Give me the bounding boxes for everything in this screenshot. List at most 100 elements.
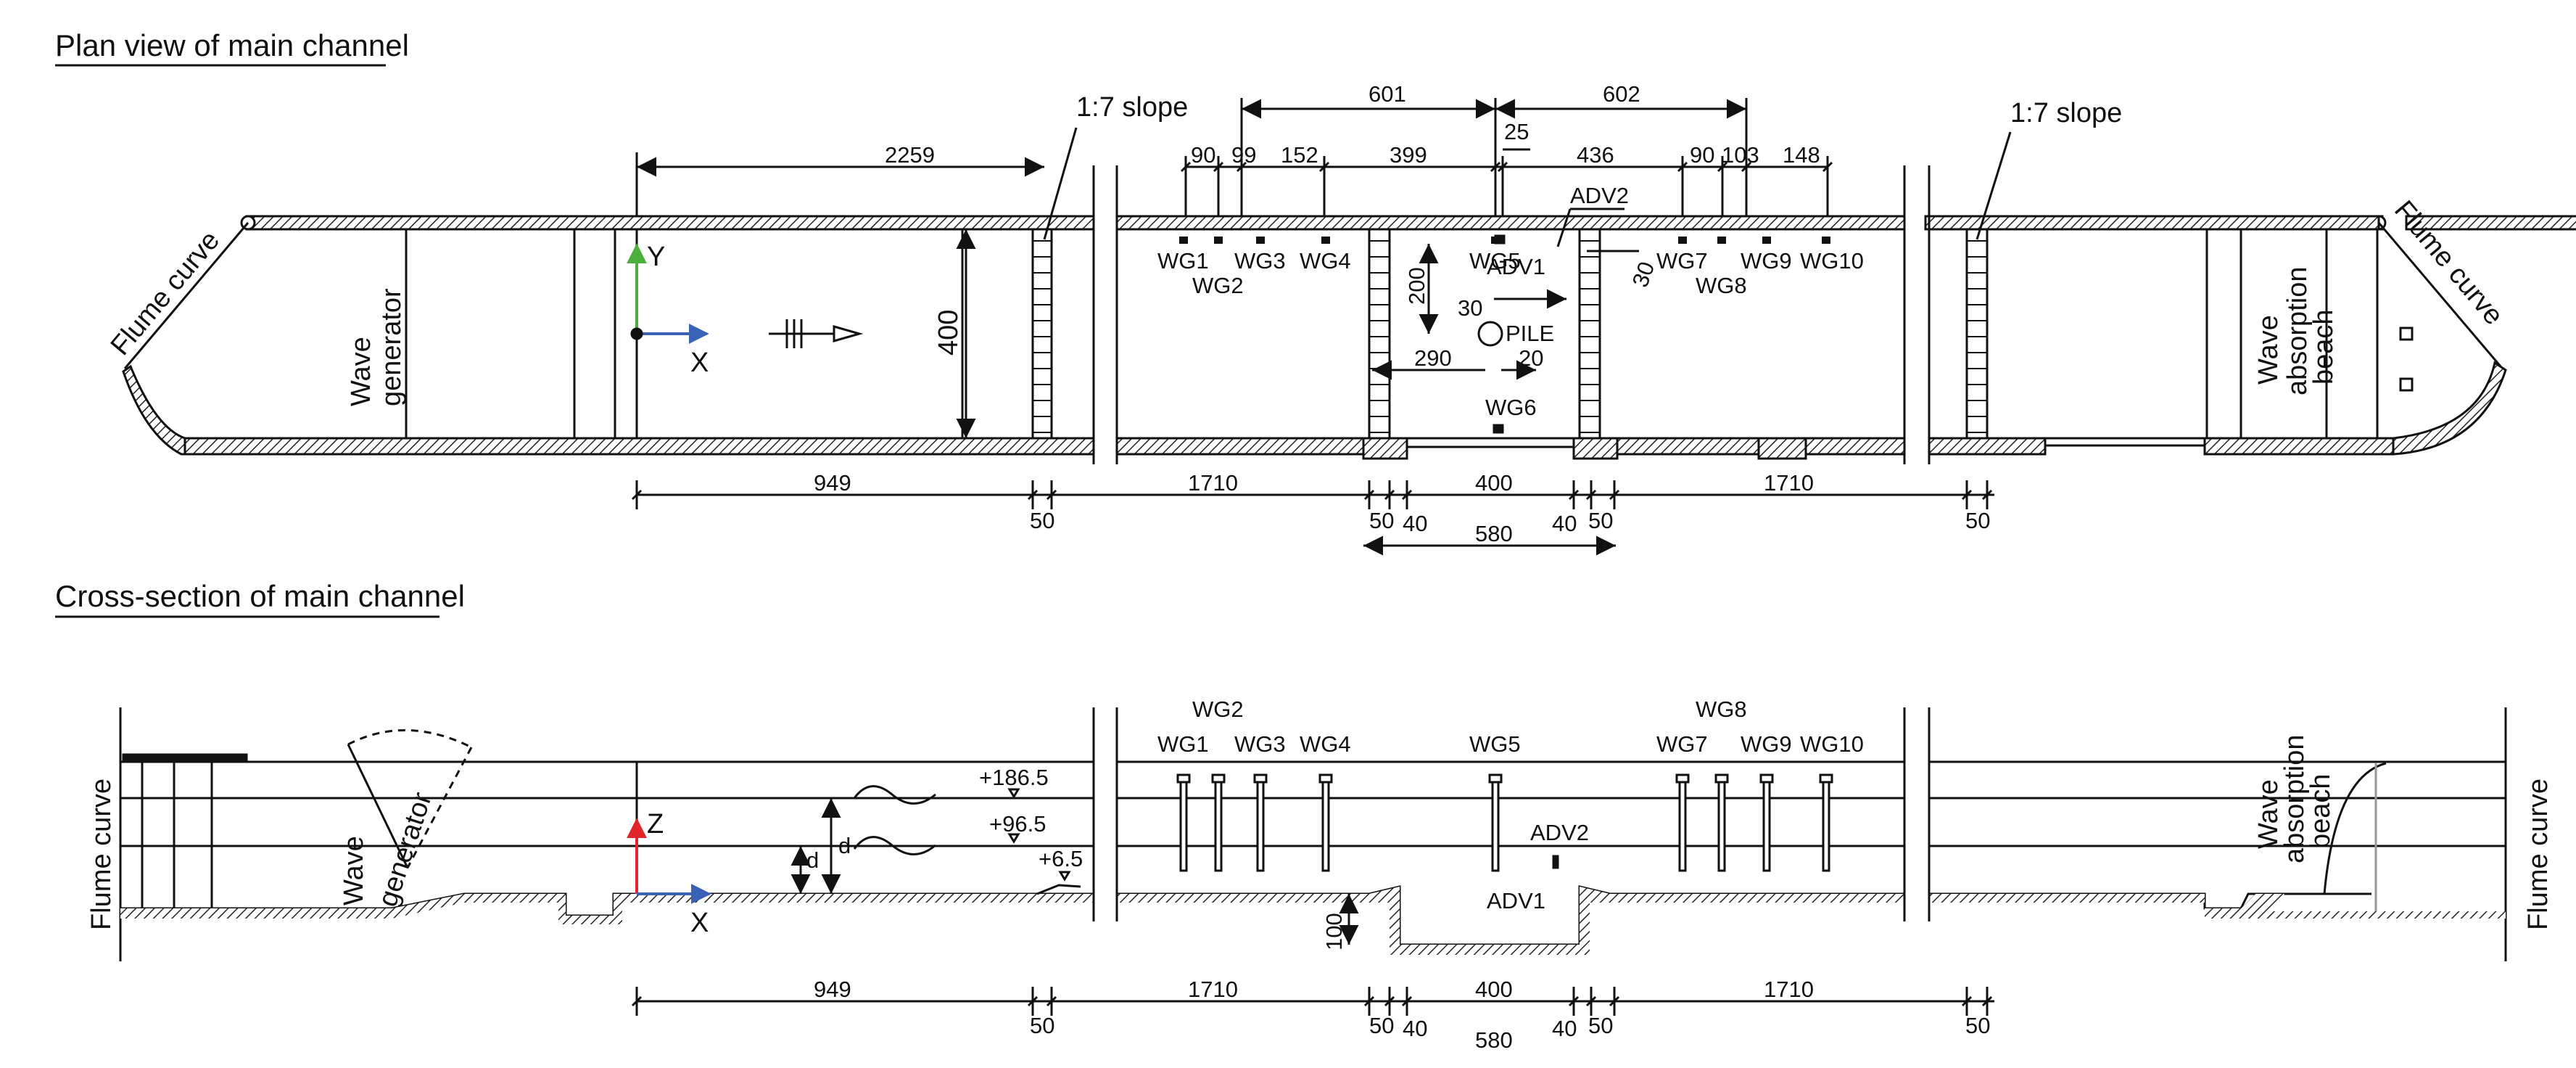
plan-gauge-marker: [1678, 237, 1687, 244]
section-gauge-label: WG9: [1741, 731, 1792, 757]
adv2-label-plan: ADV2: [1570, 183, 1629, 208]
dim-30a: 30: [1458, 295, 1482, 321]
plan-gauge-marker: [1256, 237, 1265, 244]
section-gauge-label: WG7: [1656, 731, 1708, 757]
sec-dim-40a: 40: [1403, 1016, 1427, 1041]
sec-dim-50a: 50: [1030, 1013, 1054, 1038]
plan-gauge-label: WG5: [1469, 248, 1521, 274]
plan-gauge-marker: [1321, 237, 1330, 244]
dim-290: 290: [1414, 345, 1452, 371]
pile-label: PILE: [1506, 321, 1554, 346]
plan-right-curve-line: [2377, 222, 2502, 367]
plan-width-label: 400: [933, 310, 964, 356]
sec-dim-50d: 50: [1965, 1013, 1990, 1038]
dim-25: 25: [1504, 119, 1529, 144]
plan-gauge-marker: [1822, 237, 1830, 244]
plan-gauge-marker: [1717, 237, 1726, 244]
section-gauge-rod: [1678, 781, 1687, 872]
section-gauge-rod: [1214, 781, 1223, 872]
level-1865: +186.5: [979, 765, 1049, 790]
plan-gauge-label: WG7: [1656, 248, 1708, 274]
plan-bottom-wall: [183, 437, 2395, 460]
section-flume-curve-right: Flume curve: [2523, 779, 2554, 930]
section-z-label: Z: [647, 809, 664, 839]
wave-direction-arrow: [769, 319, 864, 348]
plan-dim-labels: 601 602 25 2259 90 99 152 399 436 90 103…: [814, 81, 1990, 546]
sec-dim-1710b: 1710: [1764, 977, 1814, 1002]
dim-949: 949: [814, 470, 851, 496]
depth-100: 100: [1321, 913, 1347, 950]
section-wave-gen-1: Wave: [339, 836, 369, 905]
section-gauge-label: WG4: [1300, 731, 1351, 757]
section-gauge-label: WG3: [1234, 731, 1286, 757]
section-gauge-rod: [1321, 781, 1330, 872]
plan-gauge-marker: [1762, 237, 1771, 244]
section-gauge-label: WG1: [1157, 731, 1209, 757]
plan-flume-curve-left: Flume curve: [105, 226, 226, 361]
beach-curve: [2323, 762, 2387, 895]
section-gauge-rod: [1822, 781, 1830, 872]
plan-left-curve: [122, 364, 186, 456]
plan-left-curve-line: [123, 222, 249, 369]
plan-origin: [630, 327, 643, 340]
slope-ladder-4: [1965, 229, 1989, 438]
dim-601: 601: [1368, 81, 1406, 107]
wg6-label: WG6: [1485, 395, 1537, 420]
dim-103: 103: [1722, 142, 1759, 168]
slope-ladder-1: [1031, 229, 1053, 438]
pile: [1477, 321, 1503, 347]
marker-square-2: [2399, 377, 2414, 392]
sec-dim-580: 580: [1475, 1027, 1513, 1053]
plan-gauge-label: WG2: [1192, 273, 1244, 298]
section-gauge-rod: [1256, 781, 1265, 872]
section-gauge-rod: [1179, 781, 1188, 872]
adv1-label-section: ADV1: [1487, 888, 1545, 913]
plan-gauge-label: WG10: [1800, 248, 1864, 274]
top-dimension-ticks: [1180, 156, 1833, 216]
plan-gauge-marker: [1491, 237, 1500, 244]
section-beach-2: absorption: [2279, 735, 2310, 863]
plan-wave-gen-1: Wave: [346, 337, 376, 406]
plan-gauge-label: WG9: [1741, 248, 1792, 274]
section-dim-labels: 949 1710 400 1710 50 50 40 40 50 50 580: [814, 977, 1990, 1053]
dim-436: 436: [1577, 142, 1614, 168]
plan-y-label: Y: [647, 242, 665, 272]
dim-602: 602: [1603, 81, 1640, 107]
section-beach-1: Wave: [2253, 779, 2284, 849]
slope-label-left: 1:7 slope: [1076, 92, 1188, 123]
slope-ladder-2: [1368, 229, 1391, 438]
wave-symbol-2: [853, 836, 936, 855]
slope-leader-left: [1043, 127, 1078, 240]
dim-90b: 90: [1690, 142, 1714, 168]
slope-leader-right: [1976, 131, 2012, 240]
section-gauge-rod: [1717, 781, 1726, 872]
section-bottom-ticks: [631, 987, 1993, 1016]
section-gauge-rod: [1762, 781, 1771, 872]
dim-2259: 2259: [885, 142, 935, 168]
slope-label-right: 1:7 slope: [2010, 98, 2122, 128]
dim-20: 20: [1519, 345, 1543, 371]
plan-wave-gen-2: generator: [376, 288, 407, 406]
sec-dim-949: 949: [814, 977, 851, 1002]
section-title: Cross-section of main channel: [55, 579, 465, 613]
section-gauge-label: WG2: [1192, 697, 1244, 722]
section-wave-gen-2: generator: [373, 789, 438, 911]
section-gauge-label: WG10: [1800, 731, 1864, 757]
sec-dim-1710a: 1710: [1188, 977, 1238, 1002]
adv1-label-plan: ADV1: [1487, 254, 1545, 279]
plan-gauge-label: WG3: [1234, 248, 1286, 274]
dim-1710b: 1710: [1764, 470, 1814, 496]
sec-dim-50c: 50: [1588, 1013, 1613, 1038]
dim-580: 580: [1475, 521, 1513, 546]
plan-gauge-marker: [1214, 237, 1223, 244]
wg6-marker: [1493, 424, 1504, 434]
dim-50a: 50: [1030, 508, 1054, 533]
dim-90a: 90: [1191, 142, 1215, 168]
level-965: +96.5: [989, 811, 1046, 837]
dim-99: 99: [1231, 142, 1256, 168]
depth-d-big: d: [838, 833, 851, 858]
marker-square-1: [2399, 326, 2414, 341]
plan-gauge-label: WG8: [1696, 273, 1747, 298]
plan-title: Plan view of main channel: [55, 28, 409, 62]
